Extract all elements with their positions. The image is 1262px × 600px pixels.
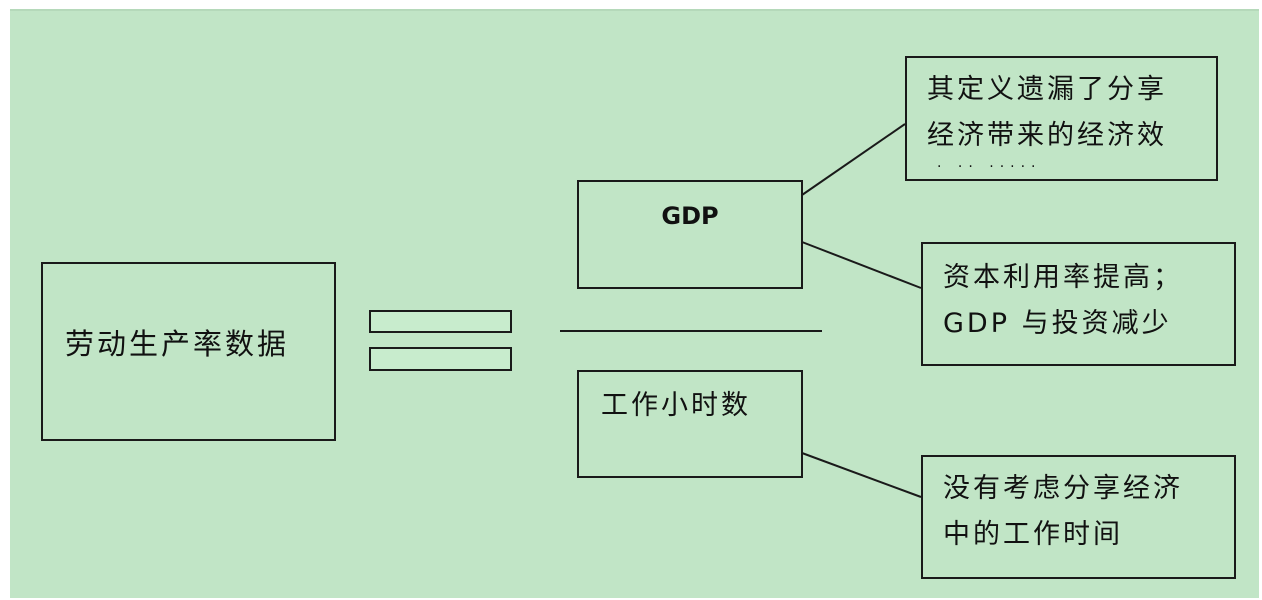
equals-bar-top [369, 310, 512, 333]
work-hours-label: 工作小时数 [601, 390, 751, 421]
note-3-line-2: 中的工作时间 [943, 519, 1123, 550]
gdp-box: GDP [577, 180, 803, 289]
note-2-line-1: 资本利用率提高； [943, 262, 1183, 293]
equals-bar-bottom [369, 347, 512, 371]
note-1-line-1: 其定义遗漏了分享 [927, 74, 1167, 105]
connector-gdp-to-note-2 [801, 241, 922, 289]
note-box-3: 没有考虑分享经济 中的工作时间 [921, 455, 1236, 579]
diagram-canvas [10, 9, 1259, 598]
note-1-line-3: · ·· ····· [937, 159, 1042, 175]
note-1-line-2: 经济带来的经济效 [927, 120, 1167, 151]
connector-hours-to-note-3 [801, 452, 922, 498]
gdp-label: GDP [661, 202, 719, 230]
note-box-2: 资本利用率提高； GDP 与投资减少 [921, 242, 1236, 366]
connector-gdp-to-note-1 [801, 123, 906, 196]
labor-productivity-box: 劳动生产率数据 [41, 262, 336, 441]
labor-productivity-label: 劳动生产率数据 [65, 327, 290, 361]
note-box-1: 其定义遗漏了分享 经济带来的经济效 · ·· ····· [905, 56, 1218, 181]
note-3-line-1: 没有考虑分享经济 [943, 473, 1183, 504]
work-hours-box: 工作小时数 [577, 370, 803, 478]
note-2-line-2: GDP 与投资减少 [943, 308, 1172, 339]
